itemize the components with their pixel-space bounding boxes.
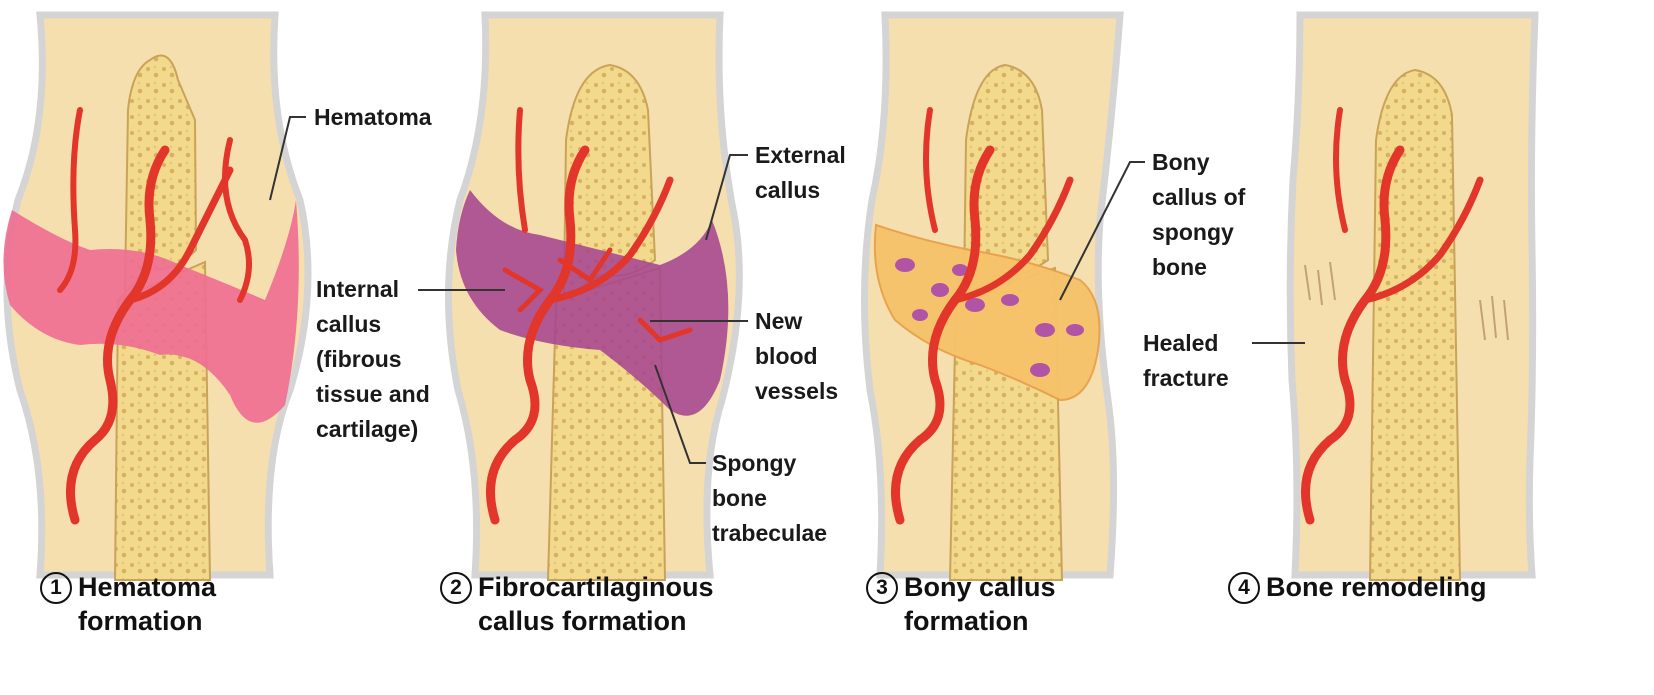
vessel-panel-1d <box>222 137 252 303</box>
label-spongy-trabeculae: Spongy bone trabeculae <box>712 450 828 546</box>
vessel-panel-4c <box>1333 107 1348 233</box>
label-external-callus: External callus <box>755 142 846 203</box>
vessel-panel-1b <box>126 166 234 304</box>
callus-spots-panel-3 <box>895 258 1084 377</box>
stage-title-2: Fibrocartilaginous callus formation <box>478 572 714 636</box>
bone-remodeled <box>1368 68 1462 581</box>
vessel-panel-2b <box>546 176 674 304</box>
label-healed-fracture: Healed fracture <box>1143 330 1229 391</box>
leader-external-callus <box>705 154 748 241</box>
panel-hematoma-formation <box>3 11 312 581</box>
panel-bone-remodeling <box>1286 11 1539 581</box>
vessel-panel-1c <box>57 107 83 293</box>
leader-lines <box>269 116 1305 464</box>
leader-hematoma <box>269 116 306 201</box>
leader-spongy-trabeculae <box>654 364 706 464</box>
leader-bony-callus <box>1059 161 1145 301</box>
vessel-panel-2a <box>486 145 590 525</box>
vessel-panel-4a <box>1301 145 1405 525</box>
bony-callus-mass <box>873 223 1101 402</box>
stage-title-1: Hematoma formation <box>78 572 217 636</box>
vessel-panel-1a <box>66 145 170 525</box>
vessel-panel-3a <box>891 145 995 525</box>
panel-fibrocartilaginous-callus <box>445 11 743 581</box>
vessel-panel-3c <box>923 107 938 233</box>
vessel-panel-4b <box>1361 176 1484 304</box>
vessel-panel-2d <box>515 107 528 233</box>
vessel-panel-2c <box>502 247 693 343</box>
stage-number-3: 3 <box>866 572 898 604</box>
label-internal-callus: Internal callus (fibrous tissue and cart… <box>316 276 430 442</box>
stage-title-4: Bone remodeling <box>1266 572 1487 602</box>
stage-number-4: 4 <box>1228 572 1260 604</box>
fibrocartilage-callus <box>456 190 729 416</box>
stage-number-1: 1 <box>40 572 72 604</box>
stage-title-3: Bony callus formation <box>904 572 1056 636</box>
label-bony-callus: Bony callus of spongy bone <box>1152 149 1246 280</box>
label-hematoma: Hematoma <box>314 104 432 130</box>
panel-bony-callus <box>860 11 1124 581</box>
healed-fracture-texture <box>1304 261 1509 341</box>
label-new-blood-vessels: New blood vessels <box>755 308 839 404</box>
stage-number-2: 2 <box>440 572 472 604</box>
vessel-panel-3b <box>951 176 1074 304</box>
